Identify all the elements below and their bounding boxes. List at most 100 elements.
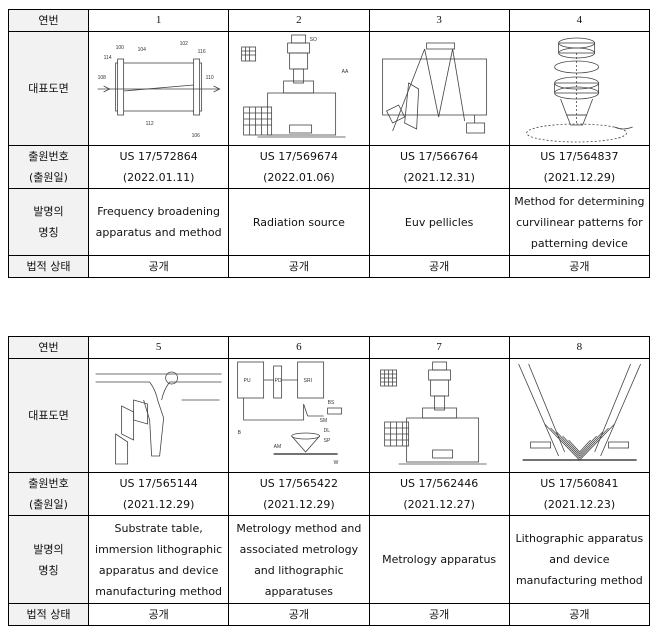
app-no-4: US 17/564837(2021.12.29)	[508, 145, 651, 189]
app-no-6-value: US 17/565422	[259, 477, 338, 490]
title-3: Euv pellicles	[368, 188, 510, 256]
app-date-6-value: (2021.12.29)	[263, 498, 335, 511]
figure-3	[368, 31, 510, 146]
title-label-2: 명칭	[38, 563, 59, 577]
figure-1: 100 104 102 114 116 108 110 112 106	[87, 31, 230, 146]
app-date-1-value: (2022.01.11)	[122, 171, 195, 184]
title-header: 발명의 명칭	[8, 188, 89, 256]
fig6-label-bs: BS	[328, 400, 335, 406]
figure-8	[508, 358, 651, 473]
status-2: 공개	[228, 255, 370, 278]
figure-7-drawing	[379, 361, 487, 464]
status-1: 공개	[87, 255, 230, 278]
status-7: 공개	[368, 603, 510, 626]
figure-6: PU PD SRI BS B SM DL SP W AM	[228, 358, 370, 473]
app-date-2-value: (2022.01.06)	[263, 171, 335, 184]
status-5: 공개	[87, 603, 230, 626]
seq-header: 연번	[8, 336, 89, 359]
title-4: Method for determining curvilinear patte…	[508, 188, 651, 256]
status-3: 공개	[368, 255, 510, 278]
title-6: Metrology method and associated metrolog…	[228, 515, 370, 604]
title-5: Substrate table, immersion lithographic …	[87, 515, 230, 604]
figure-4-drawing	[525, 37, 633, 142]
seq-4: 4	[508, 9, 651, 32]
app-no-7-value: US 17/562446	[400, 477, 479, 490]
figure-2-drawing: SO AA	[241, 34, 349, 137]
app-no-3-value: US 17/566764	[400, 150, 479, 163]
app-date-7-value: (2021.12.27)	[403, 498, 475, 511]
status-header: 법적 상태	[8, 603, 89, 626]
fig6-label-sp: SP	[324, 438, 331, 444]
app-no-1-value: US 17/572864	[119, 150, 198, 163]
figure-4	[508, 31, 651, 146]
fig1-label-116: 116	[198, 49, 206, 55]
app-no-5: US 17/565144 (2021.12.29)	[87, 472, 230, 516]
figure-header: 대표도면	[8, 31, 89, 146]
fig1-label-104: 104	[138, 47, 147, 53]
title-7: Metrology apparatus	[368, 515, 510, 604]
figure-5-drawing	[95, 371, 222, 464]
seq-6: 6	[228, 336, 370, 359]
seq-3: 3	[368, 9, 510, 32]
fig6-label-am: AM	[274, 444, 282, 450]
seq-8: 8	[508, 336, 651, 359]
title-label-1: 발명의	[33, 205, 64, 218]
seq-2: 2	[228, 9, 370, 32]
fig6-label-b: B	[238, 430, 242, 436]
fig1-label-100: 100	[116, 45, 125, 51]
fig2-label-aa: AA	[342, 69, 349, 75]
fig1-label-108: 108	[98, 75, 107, 81]
status-4: 공개	[508, 255, 651, 278]
fig1-label-102: 102	[180, 41, 189, 47]
row-figure: 대표도면 100 104 102 114 116	[8, 31, 651, 146]
fig1-label-110: 110	[206, 75, 214, 81]
title-header: 발명의 명칭	[8, 515, 89, 604]
fig6-label-w: W	[334, 460, 339, 466]
fig6-label-sri: SRI	[304, 378, 312, 384]
fig6-label-pu: PU	[244, 378, 251, 384]
fig1-label-112: 112	[146, 121, 154, 127]
app-no-3: US 17/566764 (2021.12.31)	[368, 145, 510, 189]
app-no-label: 출원번호	[28, 150, 69, 163]
row-title: 발명의 명칭 Substrate table, immersion lithog…	[8, 515, 651, 604]
row-app-no: 출원번호 (출원일) US 17/565144 (2021.12.29) US 1…	[8, 472, 651, 516]
figure-5	[87, 358, 230, 473]
app-no-6: US 17/565422 (2021.12.29)	[228, 472, 370, 516]
fig2-label-so: SO	[310, 37, 317, 43]
app-no-2-value: US 17/569674	[259, 150, 338, 163]
app-date-5-value: (2021.12.29)	[122, 498, 195, 511]
app-date-3-value: (2021.12.31)	[403, 171, 475, 184]
row-figure: 대표도면	[8, 358, 651, 473]
title-2: Radiation source	[228, 188, 370, 256]
seq-1: 1	[87, 9, 230, 32]
figure-2: SO AA	[228, 31, 370, 146]
figure-3-drawing	[381, 42, 487, 133]
app-no-8-value: US 17/560841	[540, 477, 619, 490]
app-no-5-value: US 17/565144	[119, 477, 198, 490]
status-8: 공개	[508, 603, 651, 626]
row-seq: 연번 5 6 7 8	[8, 336, 651, 359]
app-no-label: 출원번호	[28, 477, 69, 490]
seq-7: 7	[368, 336, 510, 359]
patent-table-2: 연번 5 6 7 8 대표도면	[8, 336, 651, 626]
row-title: 발명의 명칭 Frequency broadening apparatus an…	[8, 188, 651, 256]
app-date-8-value: (2021.12.23)	[543, 498, 616, 511]
fig6-label-dl: DL	[324, 428, 331, 434]
app-no-4-value: US 17/564837	[540, 150, 619, 163]
fig6-label-pd: PD	[275, 378, 282, 384]
app-date-label: (출원일)	[29, 171, 68, 184]
app-no-header: 출원번호 (출원일)	[8, 472, 89, 516]
status-header: 법적 상태	[8, 255, 89, 278]
row-seq: 연번 1 2 3 4	[8, 9, 651, 32]
title-8: Lithographic apparatus and device manufa…	[508, 515, 651, 604]
row-app-no: 출원번호 (출원일) US 17/572864 (2022.01.11) US 1…	[8, 145, 651, 189]
title-1: Frequency broadening apparatus and metho…	[87, 188, 230, 256]
app-no-2: US 17/569674 (2022.01.06)	[228, 145, 370, 189]
app-no-header: 출원번호 (출원일)	[8, 145, 89, 189]
title-label-1: 발명의	[33, 542, 64, 556]
figure-7	[368, 358, 510, 473]
fig6-label-sm: SM	[320, 418, 328, 424]
fig1-label-114: 114	[104, 55, 112, 61]
app-no-1: US 17/572864 (2022.01.11)	[87, 145, 230, 189]
figure-header: 대표도면	[8, 358, 89, 473]
